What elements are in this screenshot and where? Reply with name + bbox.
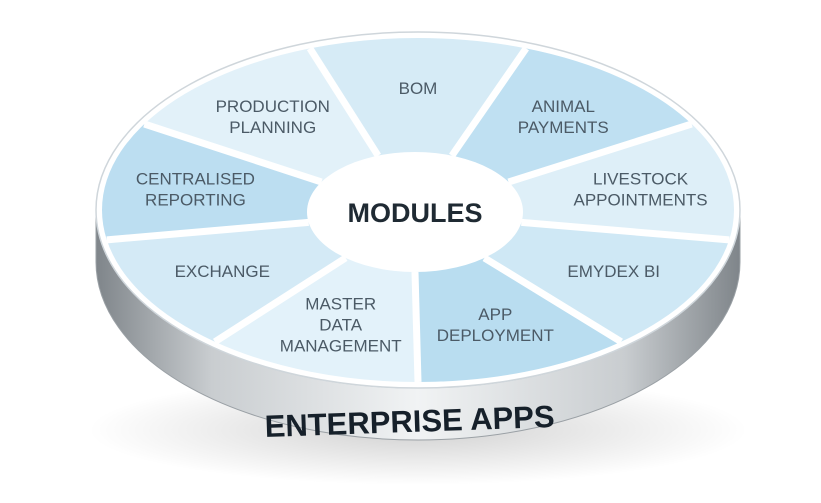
module-segment-master-data-management — [214, 239, 418, 382]
module-label-bom: BOM — [399, 79, 438, 98]
module-divider — [143, 120, 323, 186]
module-segment-bom — [309, 37, 527, 179]
module-divider — [306, 46, 382, 158]
module-divider — [212, 255, 348, 345]
module-label-exchange: EXCHANGE — [175, 262, 270, 281]
modules-hub-label: MODULES — [348, 198, 483, 228]
module-divider — [521, 218, 730, 244]
modules-hub — [307, 152, 523, 272]
module-divider — [507, 120, 693, 186]
module-label-emydex bi: EMYDEX BI — [567, 262, 660, 281]
module-segment-animal-payments — [437, 48, 692, 195]
module-segment-centralised-reporting — [101, 124, 359, 240]
module-segment-livestock-appointments — [471, 124, 734, 240]
module-segment-exchange — [106, 218, 374, 342]
module-divider — [449, 46, 529, 158]
module-divider — [411, 271, 422, 383]
module-segment-emydex bi — [456, 218, 730, 342]
module-dividers — [106, 46, 730, 383]
module-divider — [482, 254, 623, 345]
module-segment-app-deployment — [415, 239, 622, 382]
module-segments — [101, 37, 734, 382]
module-divider — [106, 218, 309, 244]
